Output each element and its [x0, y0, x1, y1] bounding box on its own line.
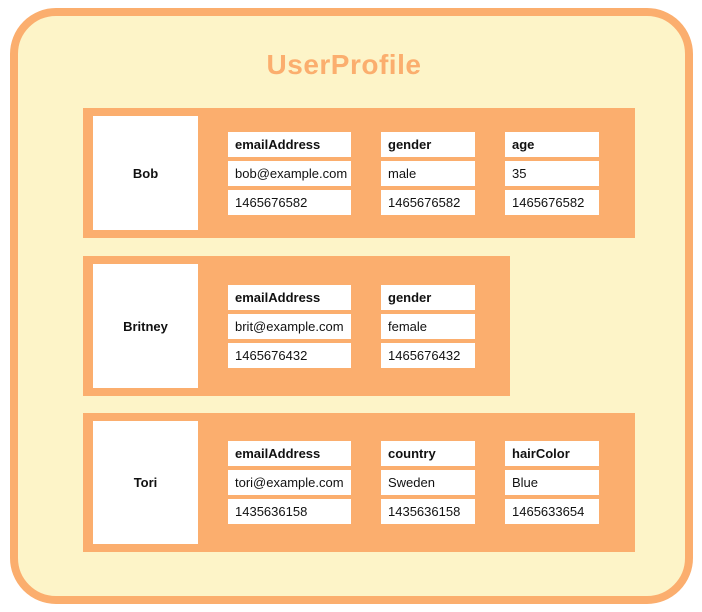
column-timestamp-cell: 1465676432 [381, 342, 475, 368]
column-timestamp-cell: 1435636158 [228, 499, 351, 524]
column-name-cell: emailAddress [228, 441, 351, 466]
column-age: age 35 1465676582 [505, 131, 599, 215]
column-value-cell: brit@example.com [228, 313, 351, 339]
column-group: emailAddress brit@example.com 1465676432… [228, 284, 475, 368]
column-timestamp-cell: 1465676582 [228, 189, 351, 215]
column-value-cell: Sweden [381, 470, 475, 495]
column-group: emailAddress bob@example.com 1465676582 … [228, 131, 599, 215]
diagram-title: UserProfile [266, 49, 422, 80]
column-gender: gender male 1465676582 [381, 131, 475, 215]
column-emailAddress: emailAddress bob@example.com 1465676582 [228, 131, 351, 215]
column-group: emailAddress tori@example.com 1435636158… [228, 441, 599, 524]
column-value-cell: Blue [505, 470, 599, 495]
column-timestamp-cell: 1465676432 [228, 342, 351, 368]
row-key: Tori [93, 421, 198, 544]
row-tori: Tori emailAddress tori@example.com 14356… [83, 413, 635, 552]
column-timestamp-cell: 1435636158 [381, 499, 475, 524]
column-name-cell: emailAddress [228, 131, 351, 157]
column-emailAddress: emailAddress tori@example.com 1435636158 [228, 441, 351, 524]
userprofile-container: UserProfile Bob emailAddress bob@example… [10, 8, 693, 604]
column-value-cell: male [381, 160, 475, 186]
column-value-cell: female [381, 313, 475, 339]
column-name-cell: gender [381, 284, 475, 310]
column-name-cell: age [505, 131, 599, 157]
column-name-cell: country [381, 441, 475, 466]
column-name-cell: emailAddress [228, 284, 351, 310]
row-britney: Britney emailAddress brit@example.com 14… [83, 256, 510, 396]
column-value-cell: 35 [505, 160, 599, 186]
column-name-cell: gender [381, 131, 475, 157]
column-name-cell: hairColor [505, 441, 599, 466]
column-timestamp-cell: 1465676582 [381, 189, 475, 215]
column-value-cell: tori@example.com [228, 470, 351, 495]
column-gender: gender female 1465676432 [381, 284, 475, 368]
column-country: country Sweden 1435636158 [381, 441, 475, 524]
column-emailAddress: emailAddress brit@example.com 1465676432 [228, 284, 351, 368]
row-bob: Bob emailAddress bob@example.com 1465676… [83, 108, 635, 238]
row-key: Britney [93, 264, 198, 388]
row-key: Bob [93, 116, 198, 230]
column-timestamp-cell: 1465633654 [505, 499, 599, 524]
column-timestamp-cell: 1465676582 [505, 189, 599, 215]
column-value-cell: bob@example.com [228, 160, 351, 186]
column-hairColor: hairColor Blue 1465633654 [505, 441, 599, 524]
